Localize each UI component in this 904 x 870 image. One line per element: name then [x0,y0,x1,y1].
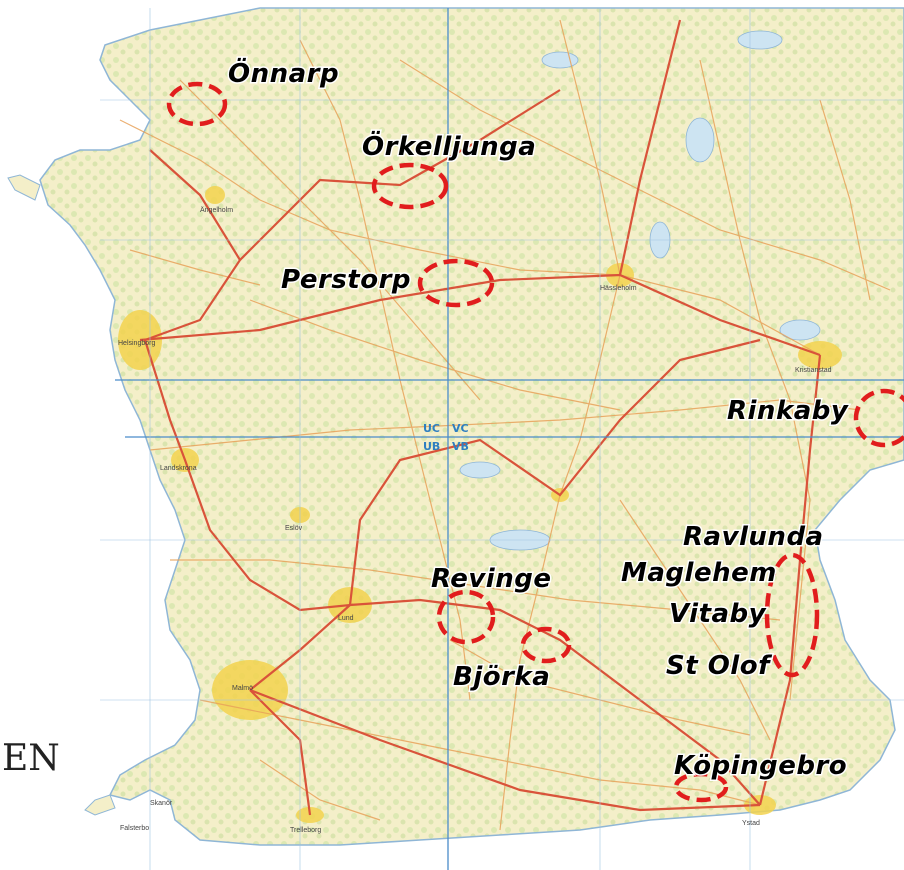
label-vitaby: Vitaby [669,599,767,629]
town-trelleborg: Trelleborg [290,827,321,834]
marker-ravlunda-stolof[interactable] [764,552,820,678]
town-lund: Lund [338,615,354,622]
town-angelholm: Ängelholm [200,206,233,214]
town-malmo: Malmö [232,685,253,692]
label-bjorka: Björka [453,662,550,692]
grid-label-ub: UB [423,440,440,453]
site-markers [166,81,904,803]
base-town-labels: Ängelholm Helsingborg Landskrona Lund Ma… [118,206,832,834]
place-labels: Önnarp Örkelljunga Perstorp Rinkaby Ravl… [227,55,850,783]
marker-kopingebro[interactable] [673,771,729,803]
marker-orkelljunga[interactable] [371,162,449,210]
town-ystad: Ystad [742,820,760,827]
marker-rinkaby[interactable] [853,388,904,448]
town-eslov: Eslöv [285,525,303,532]
label-rinkaby: Rinkaby [727,396,849,426]
grid-label-vb: VB [452,440,469,453]
marker-revinge[interactable] [436,589,496,645]
peninsula-falsterbo [84,794,116,816]
town-landskrona: Landskrona [160,465,197,472]
marker-bjorka[interactable] [520,626,572,664]
land-mass [39,7,904,846]
town-helsingborg: Helsingborg [118,340,155,347]
town-falsterbo: Falsterbo [120,825,149,832]
map-sheet-code: EN [2,738,60,779]
label-revinge: Revinge [431,564,551,594]
label-ravlunda: Ravlunda [683,522,824,552]
label-kopingebro: Köpingebro [674,751,847,781]
label-orkelljunga: Örkelljunga [362,129,536,162]
label-maglehem: Maglehem [621,558,777,588]
grid-minor [100,8,904,870]
town-hassleholm: Hässleholm [600,285,637,292]
major-roads [139,19,822,816]
grid-label-vc: VC [452,422,469,435]
town-skanor: Skanör [150,800,173,807]
label-st-olof: St Olof [666,651,773,681]
label-onnarp: Önnarp [228,56,339,89]
grid-label-uc: UC [423,422,440,435]
marker-onnarp[interactable] [166,81,228,127]
town-kristianstad: Kristianstad [795,367,832,374]
peninsula-kullen [7,174,41,201]
label-perstorp: Perstorp [281,265,411,295]
grid-lines [115,8,904,870]
marker-perstorp[interactable] [417,258,495,308]
